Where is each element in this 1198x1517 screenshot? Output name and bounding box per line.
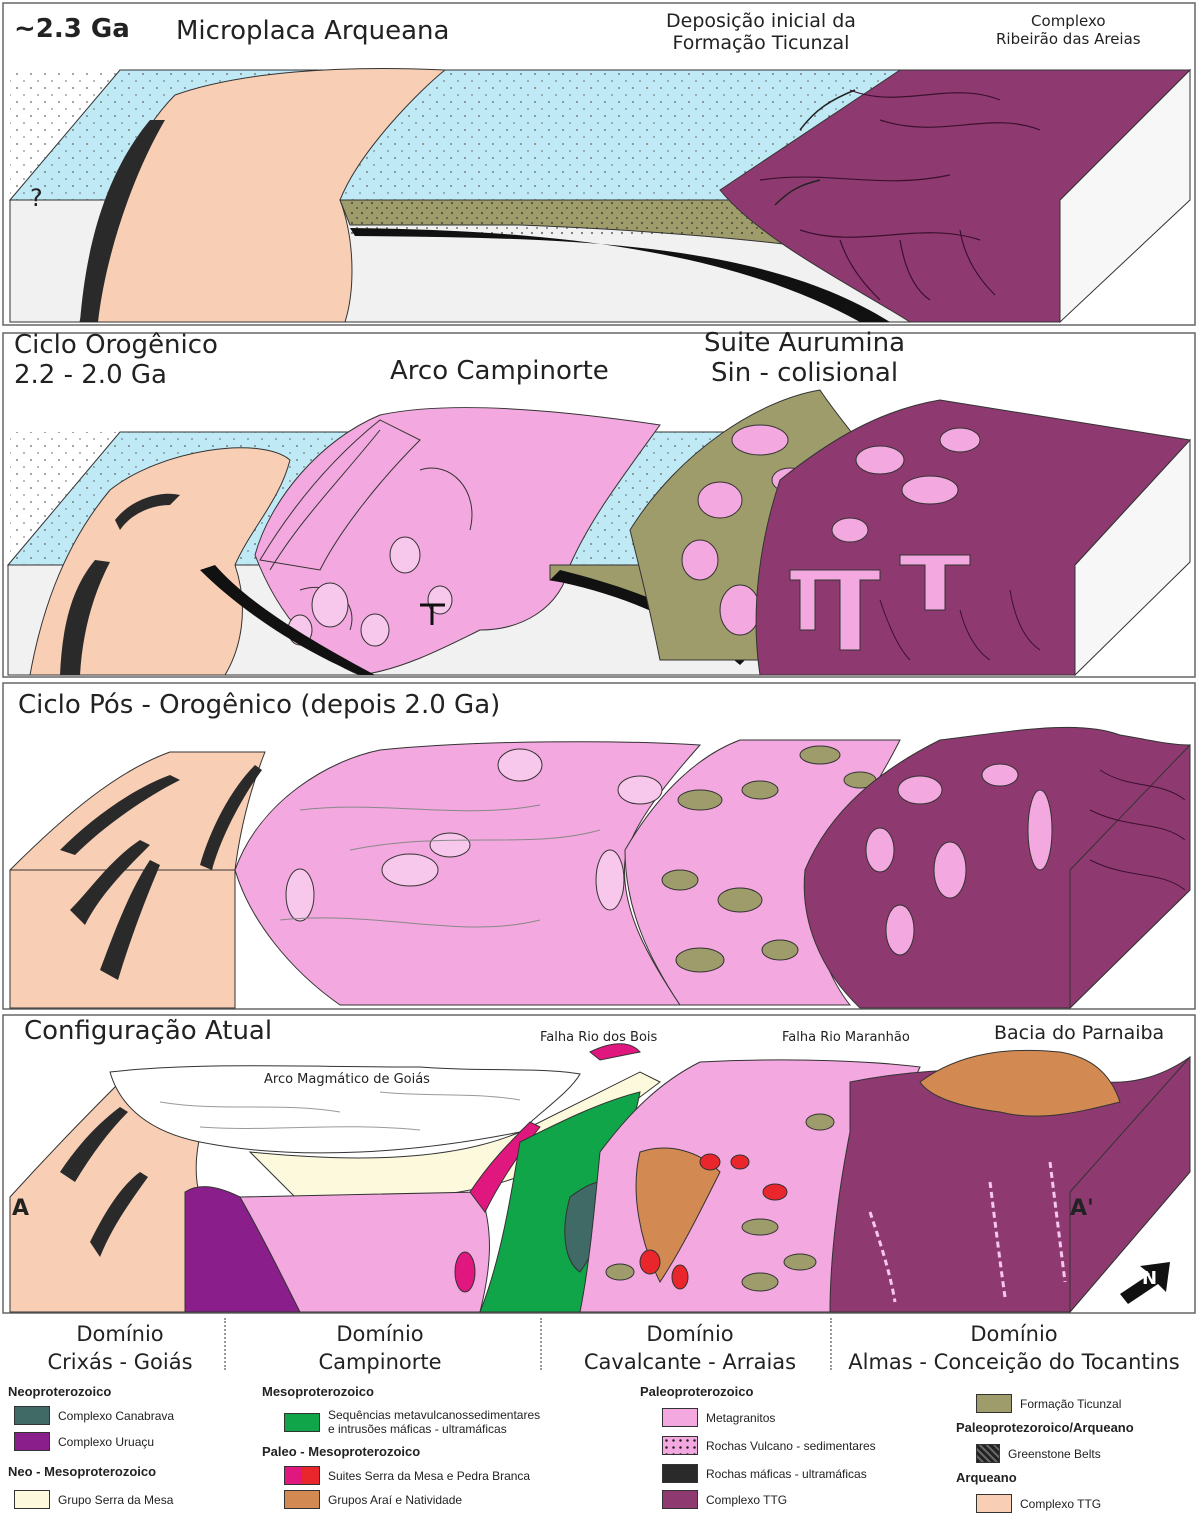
section-end-a-prime: A' xyxy=(1070,1196,1094,1221)
legend-swatch xyxy=(976,1444,1000,1463)
legend-item-ttg-arq: Complexo TTG xyxy=(976,1494,1101,1513)
legend-heading: Neo - Mesoproterozoico xyxy=(8,1464,156,1479)
panel-archean-microplate xyxy=(0,0,1198,330)
domain-separator xyxy=(540,1318,542,1370)
panel3-title: Ciclo Pós - Orogênico (depois 2.0 Ga) xyxy=(18,690,500,720)
legend-swatch xyxy=(284,1413,320,1432)
panel4-title: Configuração Atual xyxy=(24,1016,272,1046)
domain-separator xyxy=(224,1318,226,1370)
label-bacia-parnaiba: Bacia do Parnaiba xyxy=(994,1022,1164,1044)
legend-heading: Mesoproterozoico xyxy=(262,1384,374,1399)
legend-item-metagranitos: Metagranitos xyxy=(662,1408,775,1427)
legend-item-uruacu: Complexo Uruaçu xyxy=(14,1432,154,1451)
legend-swatch xyxy=(662,1436,698,1455)
legend-item-canabrava: Complexo Canabrava xyxy=(14,1406,174,1425)
legend-heading: Arqueano xyxy=(956,1470,1017,1485)
legend-item-ticunzal: Formação Ticunzal xyxy=(976,1394,1121,1413)
legend-swatch xyxy=(14,1406,50,1425)
legend-item-serra-mesa: Grupo Serra da Mesa xyxy=(14,1490,173,1509)
legend-swatch xyxy=(662,1408,698,1427)
section-start-a: A xyxy=(12,1196,29,1221)
panel1-title: Microplaca Arqueana xyxy=(176,16,449,46)
legend-item-ttg-paleo: Complexo TTG xyxy=(662,1490,787,1509)
label-arco-magmatico: Arco Magmático de Goiás xyxy=(264,1072,430,1087)
legend-item-maficas: Rochas máficas - ultramáficas xyxy=(662,1464,867,1483)
question-mark: ? xyxy=(30,184,43,212)
legend-item-grupos: Grupos Araí e Natividade xyxy=(284,1490,462,1509)
legend-swatch xyxy=(14,1432,50,1451)
label-falha-rio-dos-bois: Falha Rio dos Bois xyxy=(540,1030,657,1045)
legend-swatch xyxy=(14,1490,50,1509)
legend-heading: Paleoproterozoico xyxy=(640,1384,753,1399)
legend-item-greenstone: Greenstone Belts xyxy=(976,1444,1101,1463)
legend-swatch xyxy=(284,1490,320,1509)
legend-swatch xyxy=(284,1466,320,1485)
legend-swatch xyxy=(976,1394,1012,1413)
legend-heading: Paleo - Mesoproterozoico xyxy=(262,1444,420,1459)
legend-heading: Neoproterozoico xyxy=(8,1384,111,1399)
panel-current-configuration xyxy=(0,1012,1198,1314)
panel1-age: ~2.3 Ga xyxy=(14,14,130,44)
legend-item-vulcano: Rochas Vulcano - sedimentares xyxy=(662,1436,876,1455)
legend-swatch xyxy=(976,1494,1012,1513)
label-arco-campinorte: Arco Campinorte xyxy=(390,356,609,386)
legend-heading: Paleoprotezoroico/Arqueano xyxy=(956,1420,1134,1435)
north-label: N xyxy=(1142,1268,1157,1289)
legend-item-suites: Suites Serra da Mesa e Pedra Branca xyxy=(284,1466,530,1485)
label-falha-rio-maranhao: Falha Rio Maranhão xyxy=(782,1030,910,1045)
legend-swatch xyxy=(662,1464,698,1483)
panel-post-orogenic xyxy=(0,680,1198,1012)
domain-separator xyxy=(830,1318,832,1370)
legend-swatch xyxy=(662,1490,698,1509)
